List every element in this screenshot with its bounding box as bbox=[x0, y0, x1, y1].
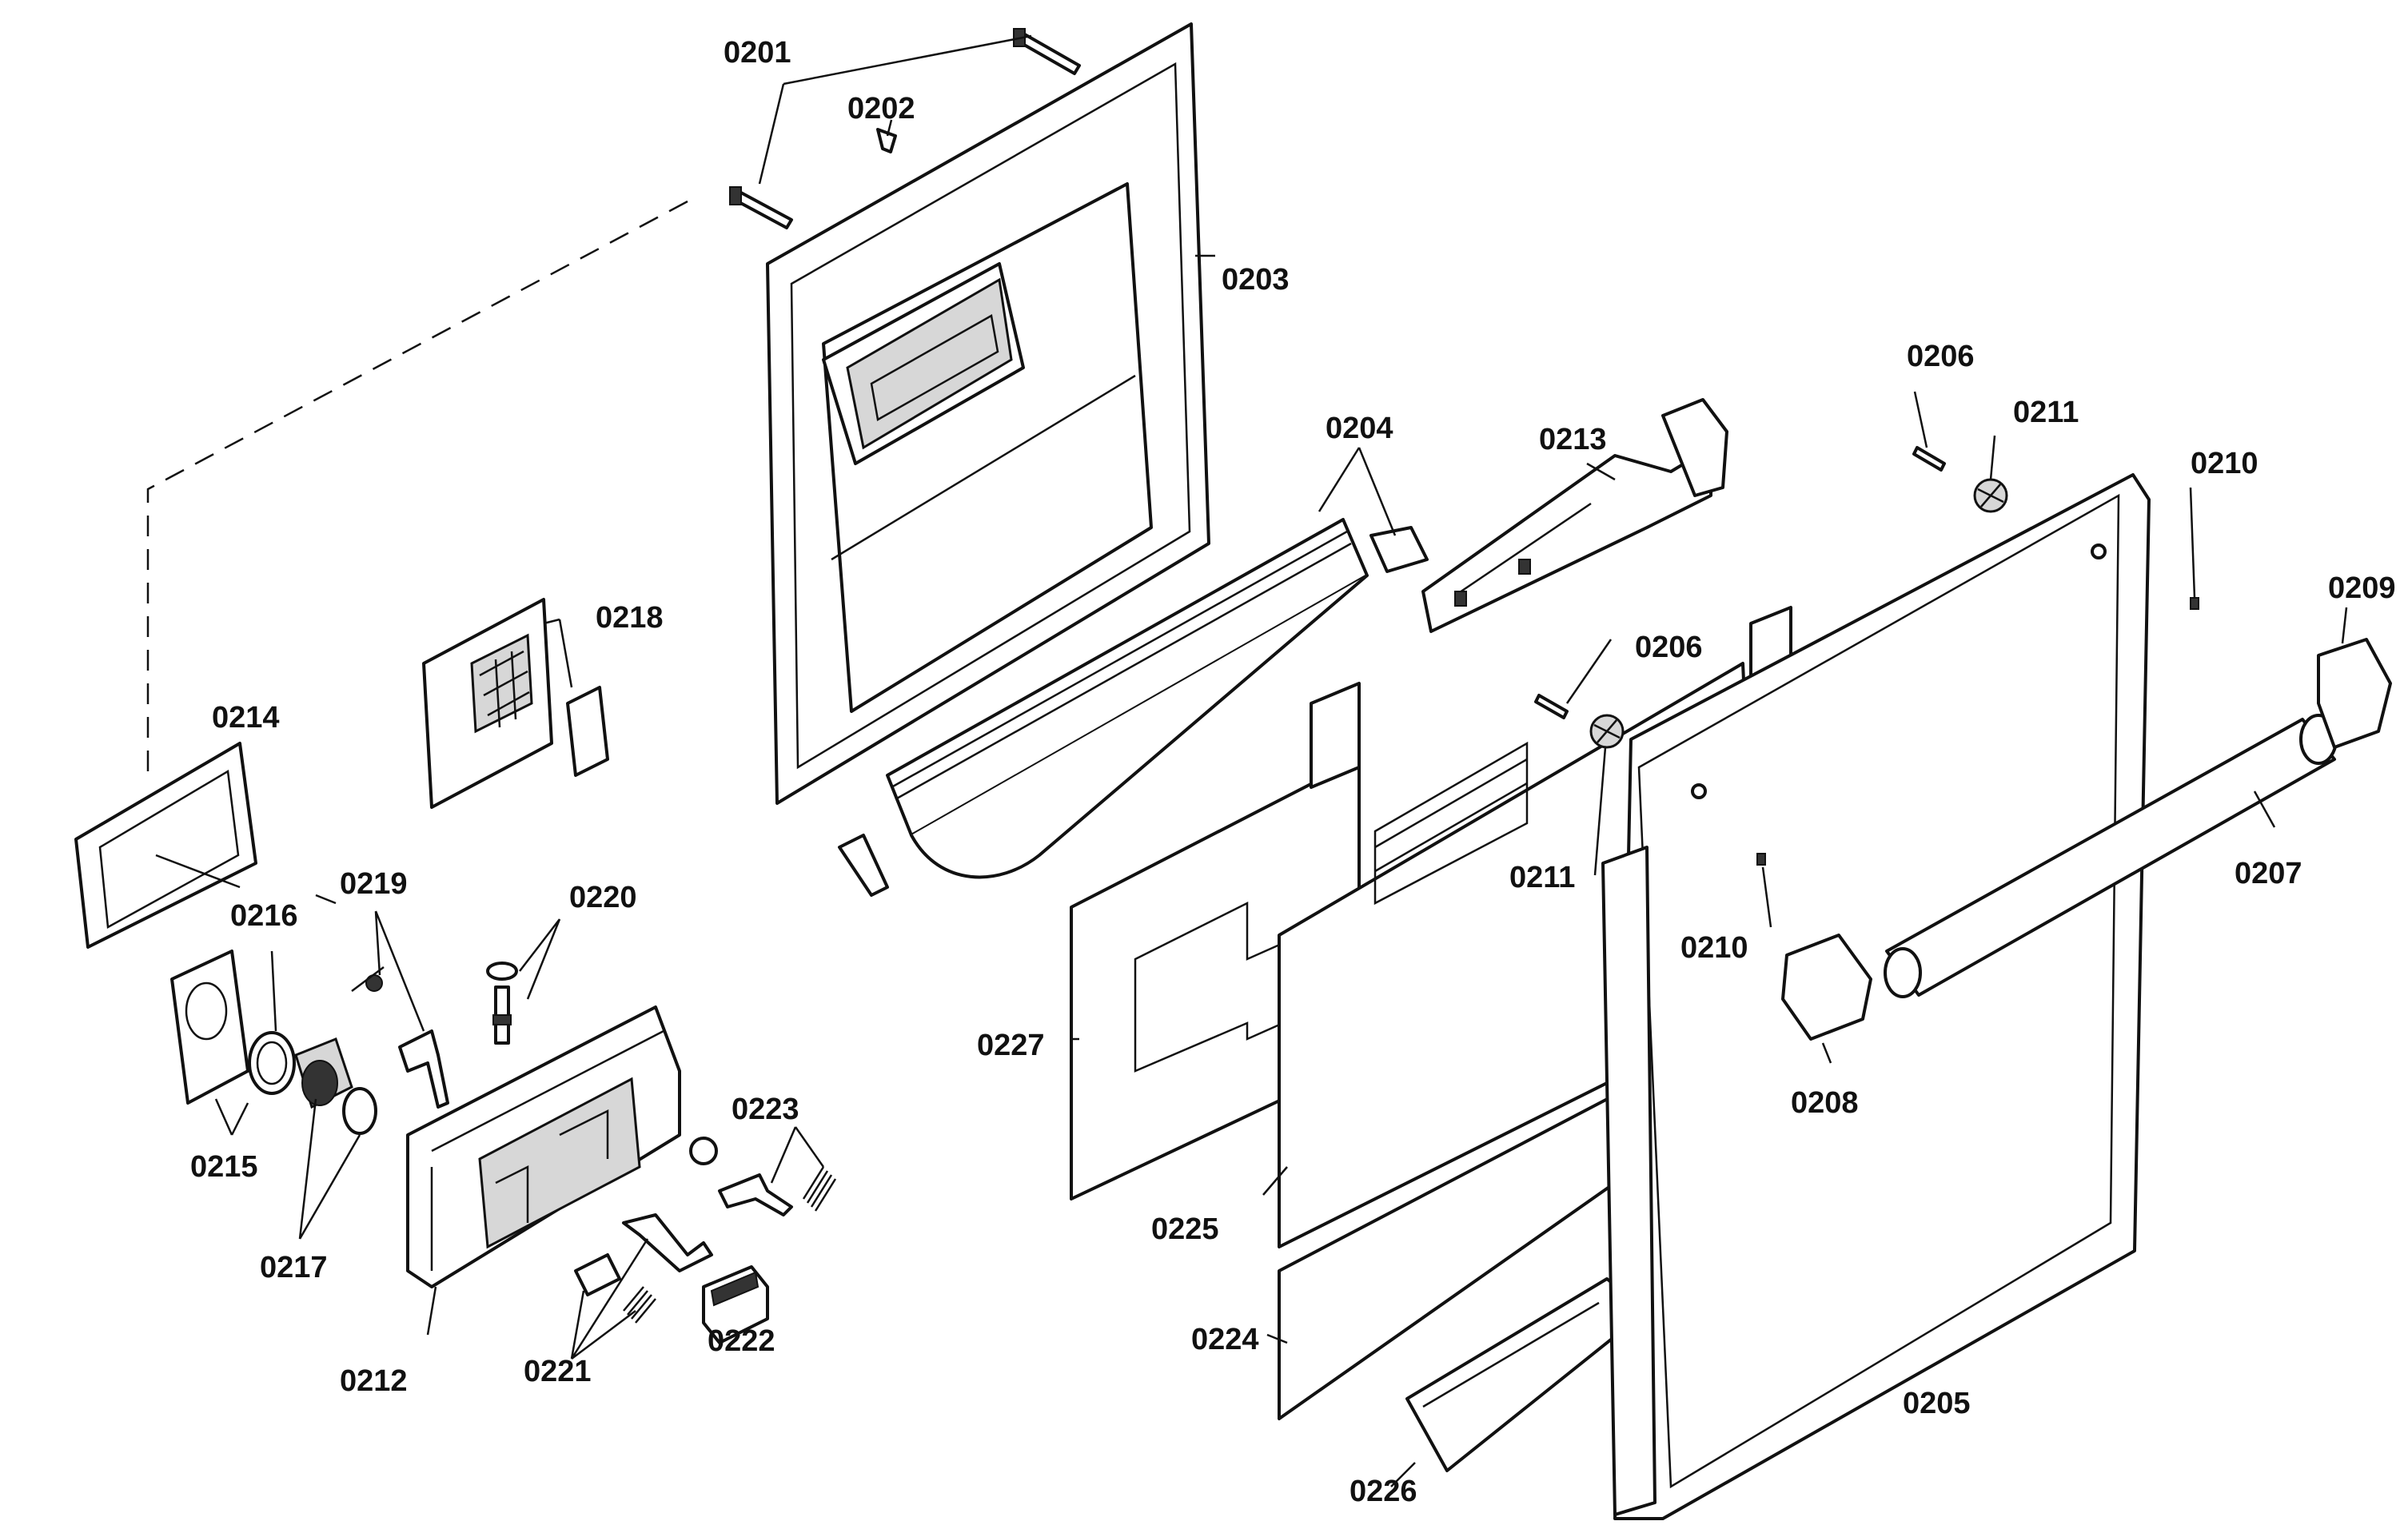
label-0223: 0223 bbox=[732, 1093, 799, 1126]
washer-upper bbox=[1973, 478, 2008, 513]
label-0211-middle: 0211 bbox=[1509, 861, 1575, 894]
dispenser-cover bbox=[170, 950, 249, 1105]
label-0220: 0220 bbox=[569, 881, 637, 914]
label-0205: 0205 bbox=[1903, 1387, 1971, 1420]
handle-end-cap-left bbox=[1781, 934, 1872, 1041]
washer-middle bbox=[1589, 714, 1625, 749]
latch-hook bbox=[622, 1213, 713, 1272]
door-seal-strip bbox=[838, 518, 1429, 897]
screw-middle bbox=[1534, 694, 1569, 719]
leader-lines bbox=[155, 34, 2348, 1487]
label-0210-right: 0210 bbox=[2191, 447, 2258, 480]
label-0210-door: 0210 bbox=[1680, 931, 1748, 965]
detent-ball bbox=[689, 1137, 718, 1165]
small-clip bbox=[876, 128, 897, 153]
gasket-ring bbox=[248, 1031, 296, 1095]
label-0225: 0225 bbox=[1151, 1212, 1219, 1246]
filter-housing bbox=[422, 598, 609, 809]
label-0202: 0202 bbox=[847, 92, 915, 125]
mounting-screw-left bbox=[729, 186, 793, 229]
screw-upper bbox=[1912, 446, 1946, 472]
label-0222: 0222 bbox=[708, 1324, 775, 1358]
dispenser-cap bbox=[294, 1037, 353, 1109]
label-0206-middle: 0206 bbox=[1635, 631, 1703, 664]
lock-lever bbox=[718, 1173, 793, 1216]
label-0224: 0224 bbox=[1191, 1323, 1259, 1356]
outer-door-panel bbox=[1601, 473, 2151, 1520]
label-0221: 0221 bbox=[524, 1355, 592, 1388]
label-0227: 0227 bbox=[977, 1029, 1045, 1062]
label-0201: 0201 bbox=[724, 36, 791, 70]
actuator-pin bbox=[486, 962, 518, 1045]
label-0214: 0214 bbox=[212, 701, 280, 735]
handle-end-cap-right bbox=[2317, 638, 2392, 749]
label-0212: 0212 bbox=[340, 1364, 408, 1398]
alignment-dashed-line bbox=[146, 200, 688, 775]
label-0204: 0204 bbox=[1326, 412, 1393, 445]
inner-door-panel bbox=[766, 22, 1210, 805]
label-0217: 0217 bbox=[260, 1251, 328, 1284]
label-0218: 0218 bbox=[596, 601, 664, 635]
hinge-bracket bbox=[1421, 398, 1728, 633]
label-0226: 0226 bbox=[1350, 1475, 1417, 1508]
door-switch bbox=[702, 1265, 769, 1344]
label-0208: 0208 bbox=[1791, 1086, 1859, 1120]
label-0213: 0213 bbox=[1539, 423, 1607, 456]
window-frame bbox=[74, 742, 257, 949]
label-0216: 0216 bbox=[230, 899, 298, 933]
latch-spring bbox=[623, 1286, 656, 1324]
cap-o-ring bbox=[342, 1087, 377, 1135]
dispenser-module bbox=[406, 1005, 681, 1288]
label-0203: 0203 bbox=[1222, 263, 1290, 297]
small-screw-right bbox=[2190, 597, 2199, 610]
label-0215: 0215 bbox=[190, 1150, 258, 1184]
dispenser-lever bbox=[351, 966, 449, 1109]
lock-spring bbox=[802, 1166, 837, 1212]
label-0207: 0207 bbox=[2235, 857, 2302, 890]
label-0209: 0209 bbox=[2328, 571, 2396, 605]
mounting-screw-top bbox=[1013, 28, 1081, 75]
small-screw-door bbox=[1756, 853, 1766, 866]
latch-slider bbox=[574, 1253, 621, 1296]
label-0211-upper: 0211 bbox=[2013, 396, 2079, 429]
label-0206-upper: 0206 bbox=[1907, 340, 1975, 373]
label-0219: 0219 bbox=[340, 867, 408, 901]
